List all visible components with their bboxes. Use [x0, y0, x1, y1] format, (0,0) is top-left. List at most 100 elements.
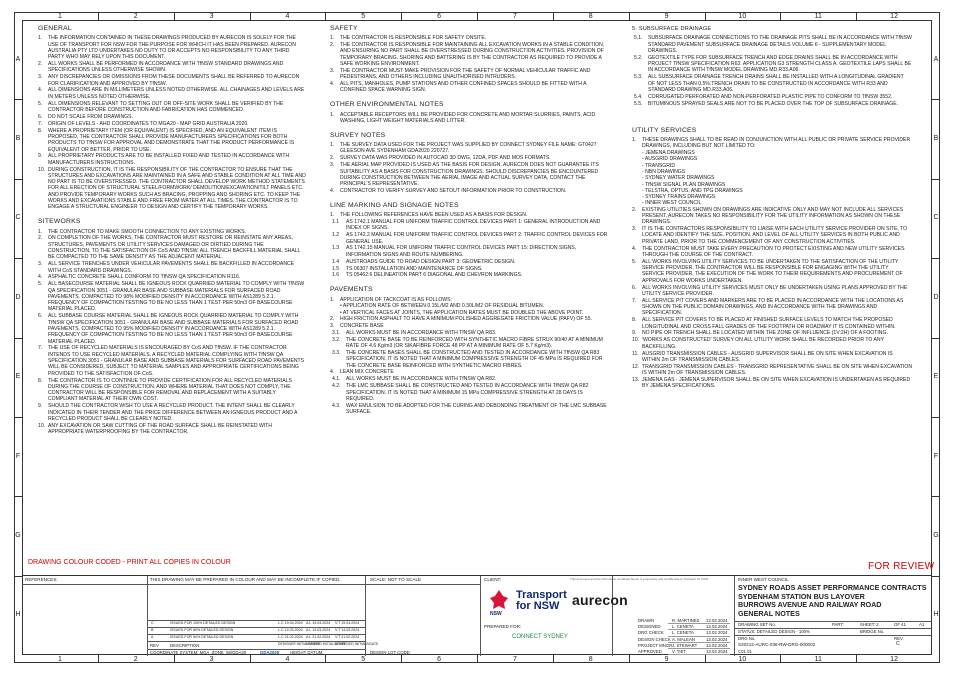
note-number: 9.: [38, 403, 43, 410]
notes-column-left: GENERAL 1.THE INFORMATION CONTAINED IN T…: [38, 24, 306, 436]
grid-row-marker: D: [933, 293, 939, 301]
role-cell: 13.02.2024: [706, 649, 728, 654]
role-underline: [668, 654, 730, 656]
note-text: NO PIPE OR TRENCH SHALL BE LOCATED WITHI…: [642, 330, 888, 337]
grid-column-marker: 1: [57, 13, 62, 20]
safety-notes-list: 1.THE CONTRACTOR IS RESPONSIBLE FOR SAFE…: [330, 35, 610, 93]
utility-provider-list: - JEMENA DRAWINGS- AUSGRID DRAWINGS- TRA…: [632, 150, 912, 207]
note-text: ALL PROPRIETARY PRODUCTS ARE TO BE INSTA…: [48, 153, 290, 166]
general-note: 6.DO NOT SCALE FROM DRAWINGS.: [38, 114, 306, 120]
role-cell: R. MARTINEZ: [672, 618, 700, 623]
notes-column-middle: SAFETY 1.THE CONTRACTOR IS RESPONSIBLE F…: [330, 24, 610, 416]
grid-column-marker: 2: [133, 656, 138, 663]
note-text: THE CONCRETE BASES SHALL BE CONSTRUCTED …: [346, 349, 603, 369]
role-underline: [668, 623, 730, 625]
grid-row-marker: D: [15, 293, 21, 301]
note-number: 8.: [632, 317, 637, 324]
note-text: ALL PITS, MANHOLES, PUMP STATIONS AND OT…: [340, 81, 587, 94]
general-note: 1.THE INFORMATION CONTAINED IN THESE DRA…: [38, 35, 306, 60]
note-text: THE CONTRACTOR TO MAKE SMOOTH CONNECTION…: [48, 228, 247, 235]
note-number: 4.: [632, 245, 637, 252]
concrete-subnotes: 3.1.ALL WORKS MUST BE IN ACCORDANCE WITH…: [330, 330, 610, 369]
survey-note: 1.THE SURVEY DATA USED FOR THE PROJECT W…: [330, 142, 610, 155]
grid-tick: [401, 12, 403, 20]
note-text: AUSGRID TRANSMISSION CABLES - AUSGRID SU…: [642, 350, 893, 363]
note-text: ALL DIMENSIONS ARE IN MILLIMETERS UNLESS…: [48, 87, 305, 100]
subsurface-subnote: 5.1.SUBSURFACE DRAINAGE CONNECTIONS TO T…: [634, 35, 912, 54]
grid-tick: [628, 12, 630, 20]
nsw-waratah-icon: [490, 590, 508, 609]
note-text: SURVEY DATA WAS PROVIDED IN AUTOCAD 3D D…: [340, 155, 551, 162]
sheet-of: OF 41: [894, 622, 906, 627]
grid-tick: [932, 496, 940, 498]
note-text: ACCEPTABLE RECEPTORS WILL BE PROVIDED FO…: [340, 111, 596, 124]
role-cell: 13.02.2024: [706, 636, 728, 642]
part-label: PART:: [832, 622, 844, 627]
notes-column-right: 5. SUBSURFACE DRAINAGE 5.1.SUBSURFACE DR…: [632, 24, 912, 390]
note-text: ALL WORKS SHALL BE PERFORMED IN ACCORDAN…: [48, 61, 284, 74]
section-title-pavements: PAVEMENTS: [330, 286, 373, 294]
role-underline: [668, 635, 730, 637]
role-cell: DRG CHECK: [638, 630, 664, 636]
grid-row-marker: B: [15, 135, 21, 143]
client-label: CLIENT:: [484, 577, 502, 582]
tack-item: • APPLICATION RATE OF BETWEEN 0.15L/M2 A…: [340, 303, 545, 310]
utility-provider-item: - AUSGRID DRAWINGS: [642, 156, 698, 163]
grid-column-marker: 3: [209, 13, 214, 20]
role-cell: DRAWN: [638, 618, 655, 623]
utility-provider-item: - TRANSGRID: [642, 162, 676, 169]
status-label: STATUS: DETAILED DESIGN - 100%: [738, 629, 810, 634]
grid-column-marker: 4: [285, 13, 290, 20]
grid-tick: [704, 655, 706, 663]
safety-note: 2.THE CONTRACTOR IS RESPONSIBLE FOR MAIN…: [330, 42, 610, 67]
note-number: 3.: [330, 162, 335, 169]
siteworks-note: 6. ALL SUBBASE COURSE MATERIAL SHALL BE I…: [38, 313, 306, 344]
project-title: SYDNEY ROADS ASSET PERFORMANCE CONTRACTS…: [738, 583, 927, 618]
note-text: ALL SUBBASE COURSE MATERIAL SHALL BE IGN…: [48, 313, 299, 345]
grid-tick: [780, 12, 782, 20]
utility-note: 11.AUSGRID TRANSMISSION CABLES - AUSGRID…: [632, 351, 912, 364]
prepared-for-label: PREPARED FOR:: [484, 624, 522, 629]
drawing-number: S20212-AURC-038-RW-DRG-000002: [738, 642, 816, 647]
designer-header: DESIGNER INITIALS/DATE: [278, 642, 321, 646]
note-number: 1.: [330, 35, 335, 42]
general-note: 10.DURING CONSTRUCTION, IT IS THE RESPON…: [38, 167, 306, 211]
grid-tick: [14, 178, 22, 180]
note-number: 3.: [38, 74, 43, 81]
grid-column-marker: 8: [588, 656, 593, 663]
file-label: C01.01: [738, 649, 752, 654]
note-number: 6.: [38, 313, 43, 320]
revision-cell: A: [151, 635, 154, 639]
revision-cell: ISSUED FOR 50% DETAILED DESIGN: [170, 635, 234, 639]
utility-intro: 1. THESE DRAWINGS SHALL TO BE READ IN CO…: [632, 136, 911, 150]
title-block: REFERENCES: THIS DRAWING MAY BE PREPARED…: [22, 575, 932, 656]
note-text: GEOTEXTILE TYPE FOR SUBSURFACE TRENCH AN…: [648, 54, 912, 74]
note-number: 1.2: [332, 232, 340, 239]
revision-cell: L.C 19.04.2024: [278, 621, 303, 625]
utility-provider-item: - INNER WEST COUNCIL: [642, 200, 702, 207]
grid-column-marker: 7: [512, 13, 517, 20]
note-number: 3.3.: [332, 349, 341, 356]
note-text: SUBSURFACE DRAINAGE CONNECTIONS TO THE D…: [648, 35, 912, 54]
role-cell: APPROVED: [638, 649, 662, 654]
grid-tick: [932, 337, 940, 339]
note-text: ANY EXCAVATION OR SAW CUTTING OF THE ROA…: [48, 422, 272, 436]
grid-tick: [249, 655, 251, 663]
grid-row-marker: E: [933, 373, 939, 381]
note-number: 2.: [330, 155, 335, 162]
note-text: THE LMC SUBBASE SHALL BE CONSTRUCTED AND…: [346, 383, 589, 402]
grid-column-marker: 9: [664, 656, 669, 663]
note-number: 6.: [632, 284, 637, 291]
general-note: 7.ORIGIN OF LEVELS - AHD COORDINATES TO …: [38, 121, 306, 127]
grid-row-marker: C: [933, 214, 939, 222]
grid-column-marker: 8: [588, 13, 593, 20]
utility-provider-item: - TfNSW SIGNAL PLAN DRAWINGS: [642, 181, 726, 188]
siteworks-note: 5.ALL BASECOURSE MATERIAL SHALL BE IGNEO…: [38, 281, 306, 312]
note-number: 1.6: [332, 272, 340, 279]
grid-column-marker: 5: [361, 656, 366, 663]
utility-note: 6.ALL WORKS INVOLVING UTILITY SERVICES M…: [632, 285, 912, 298]
lean-mix-subnote: 4.2.THE LMC SUBBASE SHALL BE CONSTRUCTED…: [332, 383, 610, 402]
grid-column-marker: 1: [57, 656, 62, 663]
